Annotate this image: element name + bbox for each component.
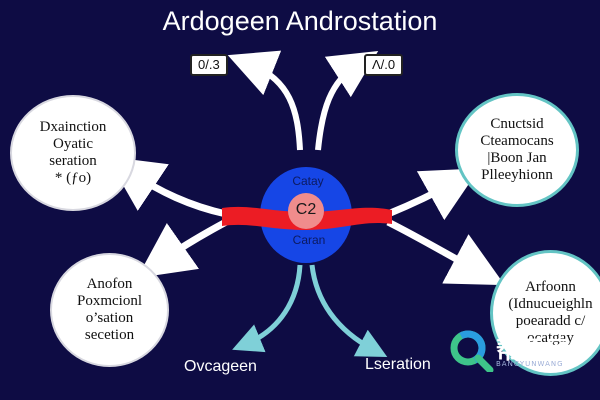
node-line: Cteamocans [480,133,554,149]
watermark-text: 帮孕网 [496,336,571,364]
core-center-disk [288,193,324,229]
watermark-subtext: BANGYUNWANG [496,360,564,368]
node-top-left: Dxainction Oyatic seration * (ƒo) [10,95,136,211]
node-top-right: Cnuctsid Cteamocans |Boon Jan Plleeyhion… [455,93,579,207]
node-line: Oyatic [53,136,93,152]
arrow-core-to-bottom-right-label [309,264,388,357]
node-line: ocatgay [527,330,574,346]
arrow-core-to-bottom-left-label [232,264,303,353]
node-line: * (ƒo) [54,170,92,186]
node-line: Poxmcionl [76,293,142,309]
bottom-right-label: Lseration [365,356,431,373]
magnifier-logo-icon [450,330,494,374]
tag-right: Λ/.0 [364,54,404,76]
arrow-core-to-bottom-right-node [386,218,505,286]
node-line: (Idnucueighln [508,296,593,312]
watermark-logo: 帮孕网 BANGYUNWANG [448,328,598,374]
node-bottom-left: Anofon Poxmcionl o’sation secetion [50,253,169,367]
diagram-title: Ardogeen Androstation [162,6,438,36]
node-line: |Boon Jan [487,150,547,166]
bottom-left-label: Ovcageen [184,358,257,375]
node-line: Dxainction [39,119,107,135]
arrow-core-to-top-right-node [386,168,480,221]
core-bottom-label: Caran [292,233,326,247]
node-line: Plleeyhionn [481,167,553,183]
node-line: seration [49,153,97,169]
node-line: Arfoonn [525,279,576,295]
core-center-label: C2 [295,201,317,218]
arrow-core-to-bottom-left-node [137,218,228,279]
node-line: o’sation [85,310,134,326]
node-line: Anofon [86,276,133,292]
node-line: secetion [84,327,135,343]
node-line: Cnuctsid [490,116,544,132]
tag-left: 0/.3 [190,54,228,76]
node-bottom-right: Arfoonn (Idnucueighln poearadd c/ ocatga… [490,250,600,376]
node-line: poearadd c/ [515,313,586,329]
core-top-label: Catay [292,174,324,188]
arrow-core-to-left-tag [227,50,303,151]
arrow-core-to-right-tag [315,51,379,151]
arrow-core-to-top-left-node [106,156,227,218]
